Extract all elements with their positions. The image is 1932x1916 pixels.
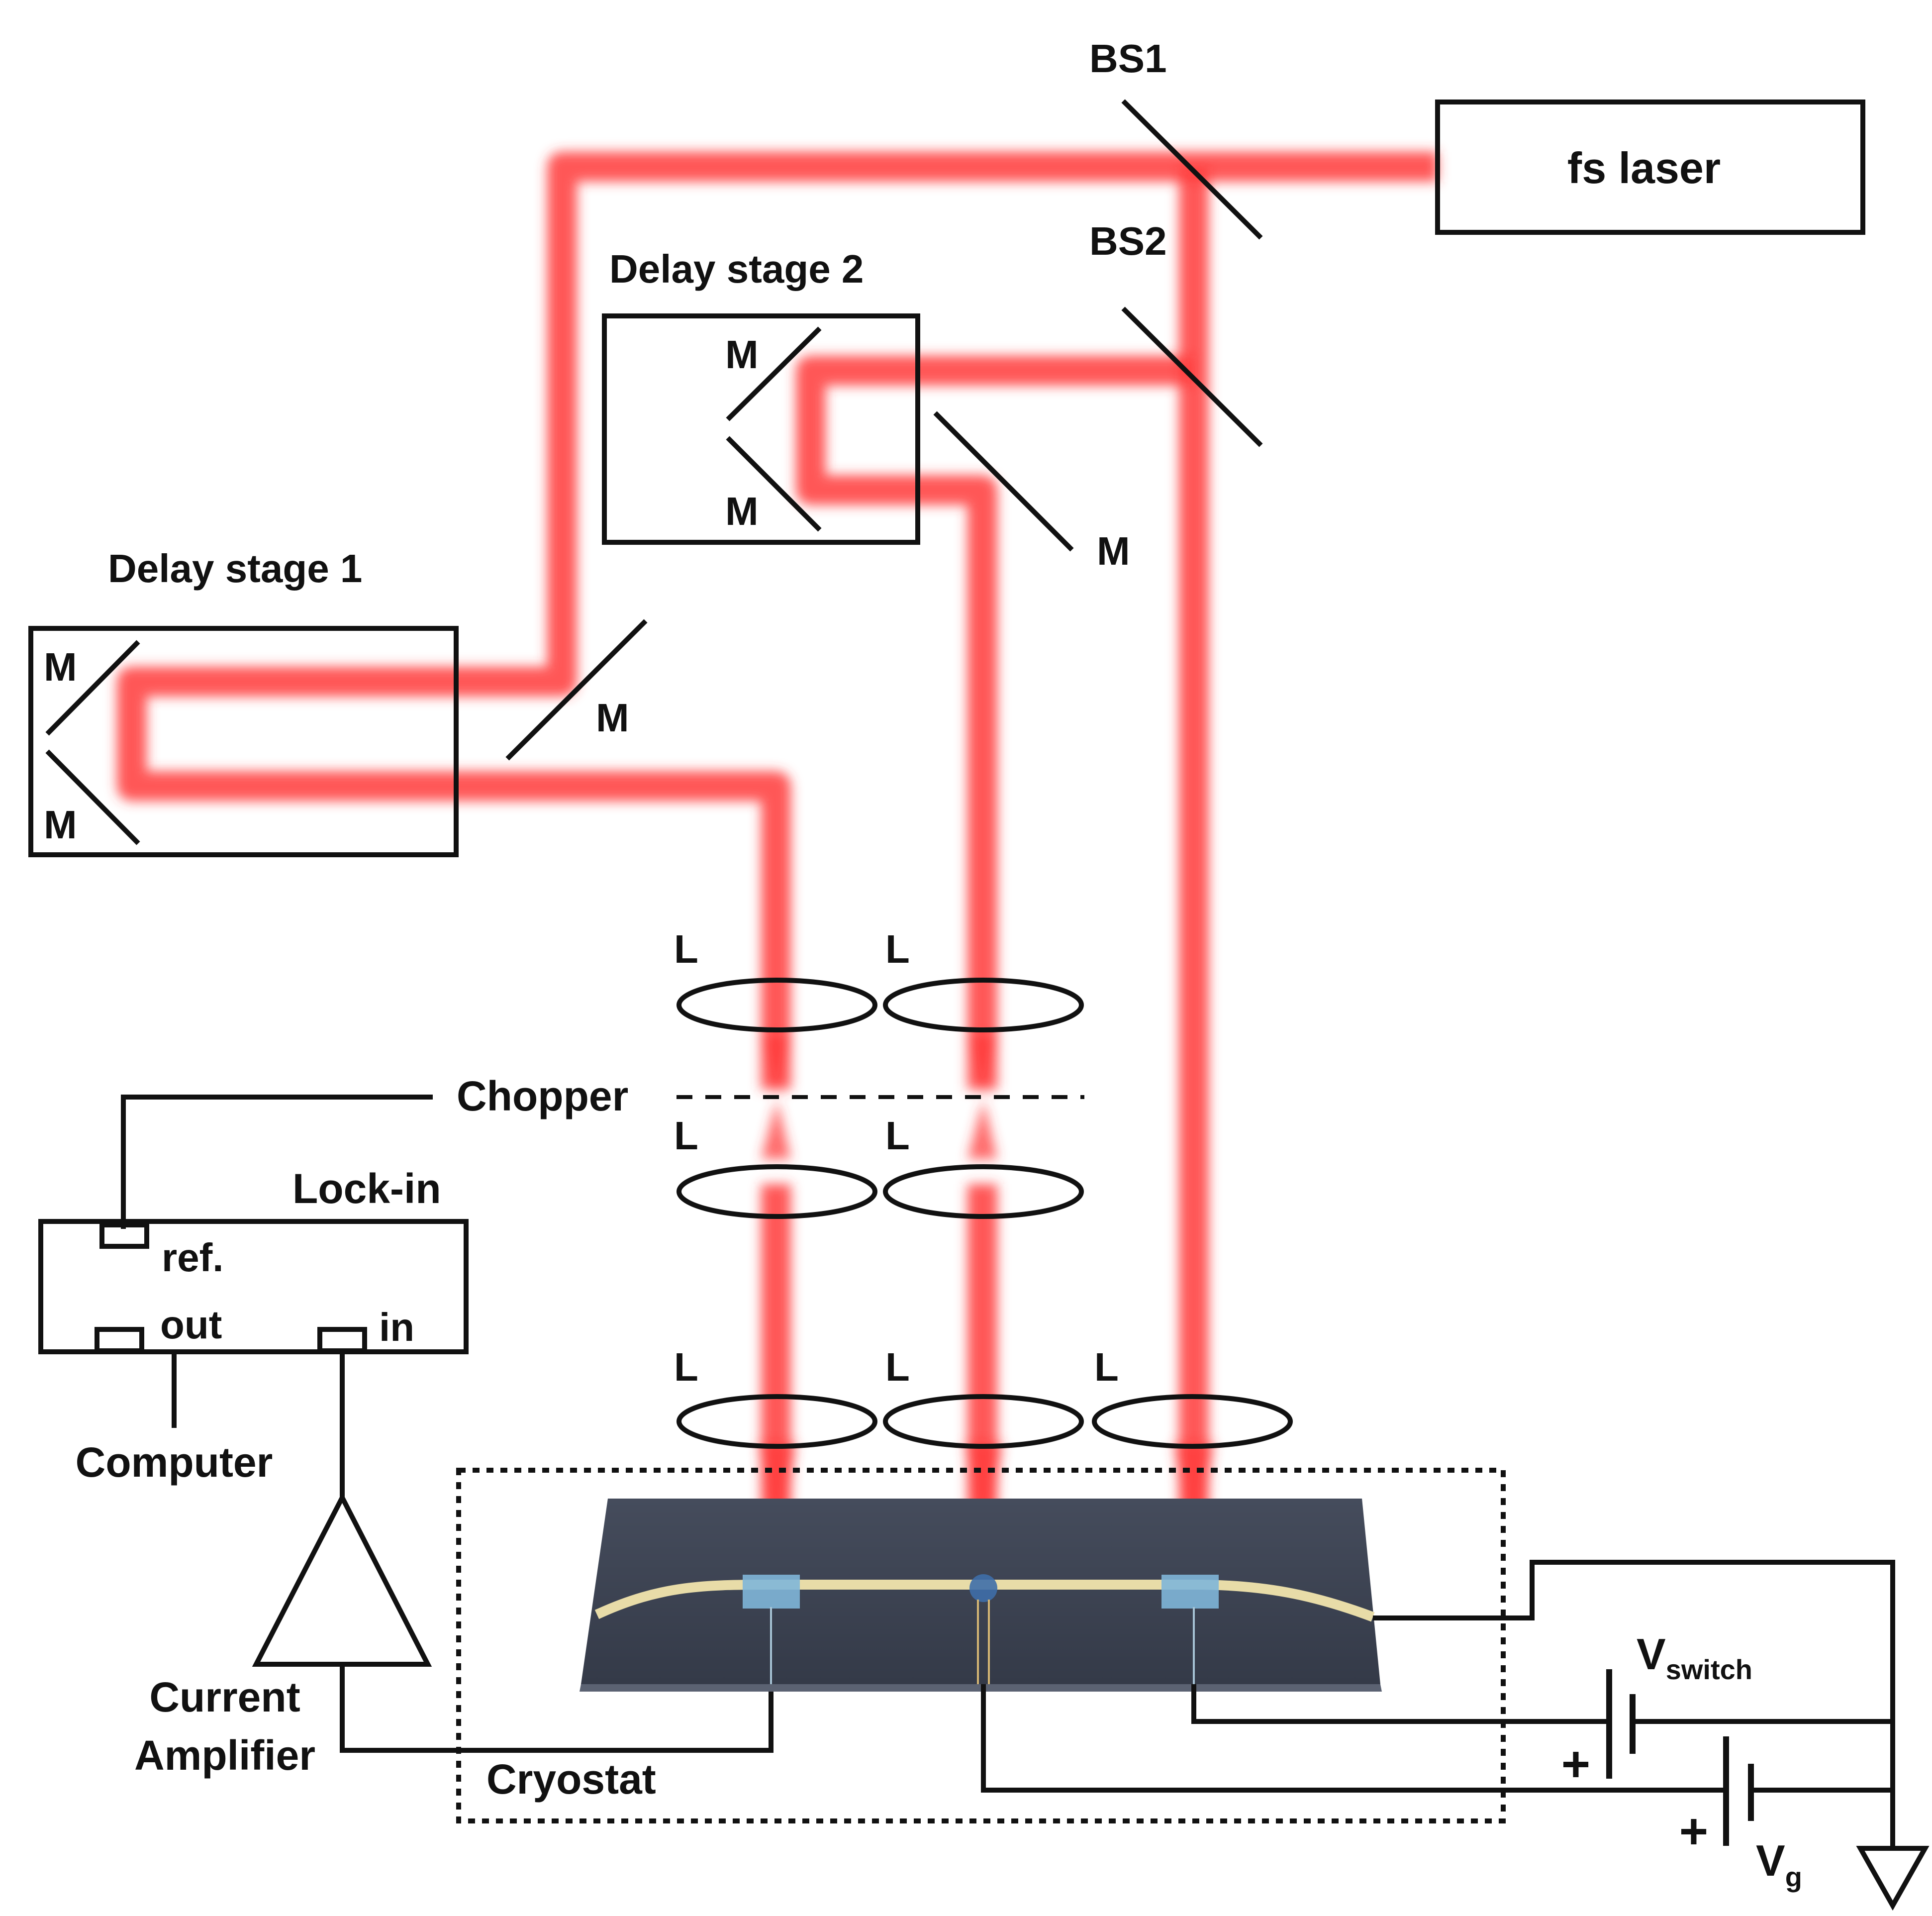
v-g-plus: + [1679, 1804, 1708, 1859]
gate-bias-wire [981, 1684, 1726, 1793]
cryostat-label: Cryostat [486, 1756, 656, 1803]
delay-stage-1-mirror-bottom-label: M [44, 803, 77, 847]
photoswitch-pad-right [1161, 1575, 1219, 1609]
v-switch-main: V [1637, 1629, 1666, 1679]
bs2-label: BS2 [1089, 219, 1167, 263]
beam-main [117, 152, 1438, 1090]
delay-stage-1-mirror-top-label: M [44, 645, 77, 689]
lens-label: L [674, 1113, 698, 1158]
lens-label: L [674, 1345, 698, 1389]
lens [1092, 1394, 1293, 1449]
delay-stage-2-mirror-top [726, 326, 822, 421]
lens [676, 1394, 877, 1449]
lens-group: L L L L L L L [674, 927, 1293, 1449]
beam-splitter-1 [1121, 99, 1263, 240]
amplifier-input-wire [340, 1664, 773, 1753]
lens [676, 978, 877, 1032]
delay-stage-1-mirror-top [45, 640, 140, 736]
chopper-reference-wire [121, 1095, 433, 1229]
delay-stage-1-mirror-bottom [45, 749, 140, 845]
v-g-subscript: g [1785, 1861, 1802, 1893]
computer-label: Computer [76, 1439, 273, 1486]
v-switch-label: Vswitch [1637, 1629, 1752, 1685]
lock-in-in-port [317, 1327, 367, 1353]
beam-delay-2 [796, 356, 1194, 1090]
lock-in-out-label: out [160, 1303, 222, 1347]
v-g-main: V [1756, 1836, 1785, 1885]
v-g-label: Vg [1756, 1836, 1802, 1893]
delay-stage-2-box [602, 313, 920, 545]
delay-stage-1-box [28, 626, 459, 857]
current-amplifier-label-line2: Amplifier [134, 1732, 315, 1779]
lens-label: L [885, 1113, 910, 1158]
photoswitch-pad-left [743, 1575, 800, 1609]
delay-stage-2-mirror-top-label: M [725, 332, 759, 377]
current-amplifier-label-line1: Current [149, 1674, 300, 1720]
current-amplifier-symbol [252, 1492, 432, 1667]
mirror-after-delay-1 [505, 619, 648, 761]
focus-cone-1-top [761, 1035, 791, 1095]
lens [883, 1164, 1084, 1219]
delay-stage-2-label: Delay stage 2 [609, 247, 864, 291]
delay-stage-2-mirror-bottom [726, 436, 822, 532]
waveguide-ground-wire [1373, 1560, 1895, 1848]
focus-cone-1-bottom [761, 1100, 791, 1159]
lens-label: L [674, 927, 698, 971]
beam-splitter-2 [1121, 306, 1263, 447]
lock-in-ref-label: ref. [162, 1235, 224, 1280]
mirror-after-delay-1-label: M [596, 696, 629, 740]
lens [676, 1164, 877, 1219]
mirror-after-delay-2-label: M [1097, 529, 1130, 573]
lens-label: L [885, 1345, 910, 1389]
fs-laser-box [1435, 100, 1865, 235]
cryostat-boundary [456, 1468, 1506, 1823]
lock-in-in-label: in [379, 1305, 414, 1349]
mirror-after-delay-2 [933, 411, 1074, 552]
chip-edge [580, 1684, 1382, 1692]
delay-stage-1-label: Delay stage 1 [108, 546, 362, 591]
lens [883, 978, 1084, 1032]
focus-cone-2-top [967, 1035, 997, 1095]
v-switch-subscript: switch [1666, 1654, 1752, 1685]
lens [883, 1394, 1084, 1449]
ground-symbol [1856, 1846, 1930, 1911]
lock-in-out-port [95, 1327, 144, 1353]
v-switch-plus: + [1561, 1736, 1590, 1792]
switch-bias-wire [1191, 1684, 1609, 1724]
chopper-label: Chopper [457, 1073, 628, 1119]
focus-cone-2-bottom [967, 1100, 997, 1159]
sample-spot [969, 1574, 997, 1602]
fs-laser-label: fs laser [1567, 143, 1721, 193]
delay-stage-2-mirror-bottom-label: M [725, 489, 759, 533]
device-chip [580, 1499, 1382, 1692]
lock-in-ref-port [99, 1222, 149, 1249]
bs1-label: BS1 [1089, 36, 1167, 81]
lens-label: L [885, 927, 910, 971]
lock-in-label: Lock-in [292, 1165, 441, 1212]
lock-in-box [38, 1219, 469, 1354]
laser-beams [117, 152, 1438, 1582]
lens-label: L [1094, 1345, 1119, 1389]
